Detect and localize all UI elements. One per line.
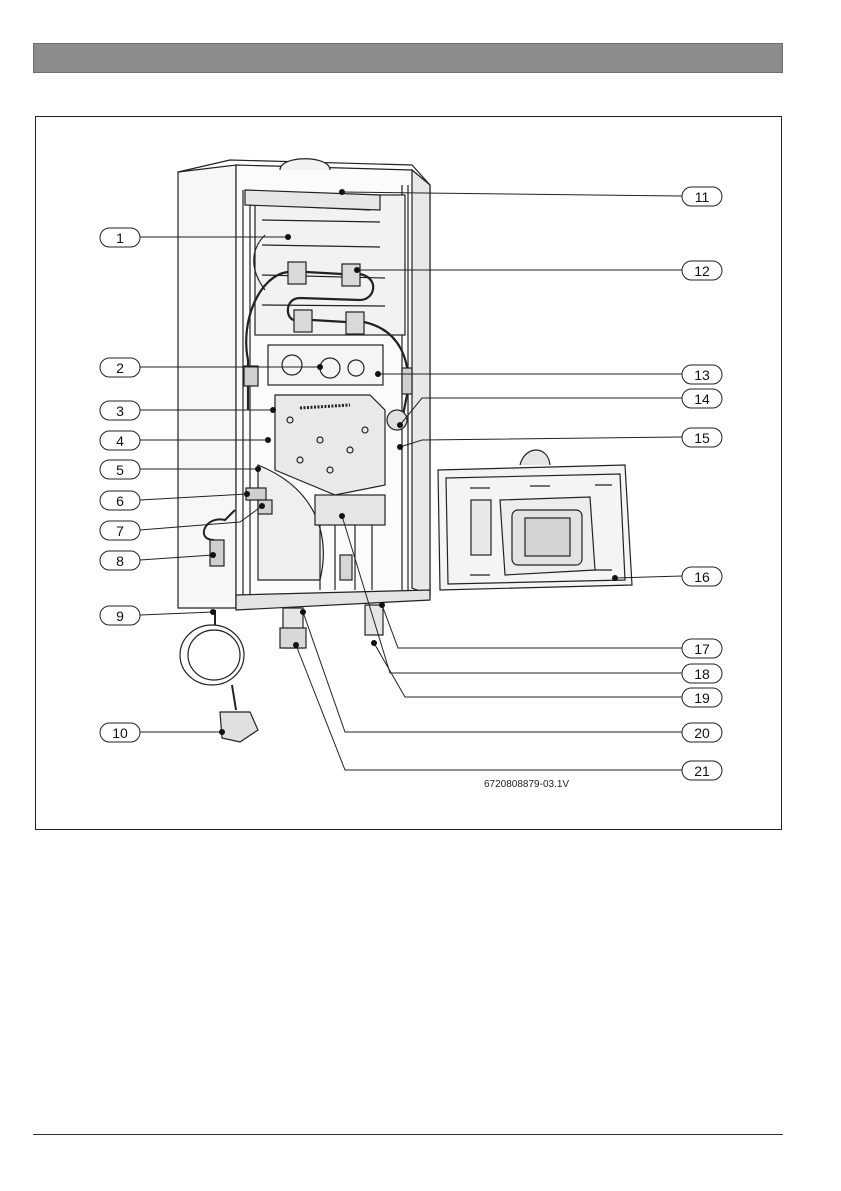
callout-label-16: 16 <box>694 569 710 585</box>
callout-label-14: 14 <box>694 391 710 407</box>
callout-label-15: 15 <box>694 430 710 446</box>
figure-code: 6720808879-03.1V <box>484 779 569 790</box>
callout-label-6: 6 <box>116 493 124 509</box>
callout-label-20: 20 <box>694 725 710 741</box>
callout-label-2: 2 <box>116 360 124 376</box>
callout-label-13: 13 <box>694 367 710 383</box>
front-cover-illustration <box>438 450 632 590</box>
callout-label-18: 18 <box>694 666 710 682</box>
callout-label-8: 8 <box>116 553 124 569</box>
callout-label-19: 19 <box>694 690 710 706</box>
callout-label-7: 7 <box>116 523 124 539</box>
callout-label-5: 5 <box>116 462 124 478</box>
callout-label-11: 11 <box>695 189 710 205</box>
callout-label-12: 12 <box>694 263 710 279</box>
callout-label-4: 4 <box>116 433 124 449</box>
appliance-illustration <box>178 159 430 742</box>
callout-label-1: 1 <box>116 230 124 246</box>
footer-rule <box>33 1134 783 1135</box>
callout-label-3: 3 <box>116 403 124 419</box>
callout-label-9: 9 <box>116 608 124 624</box>
callout-label-21: 21 <box>694 763 710 779</box>
callout-label-10: 10 <box>112 725 128 741</box>
callout-label-17: 17 <box>694 641 710 657</box>
